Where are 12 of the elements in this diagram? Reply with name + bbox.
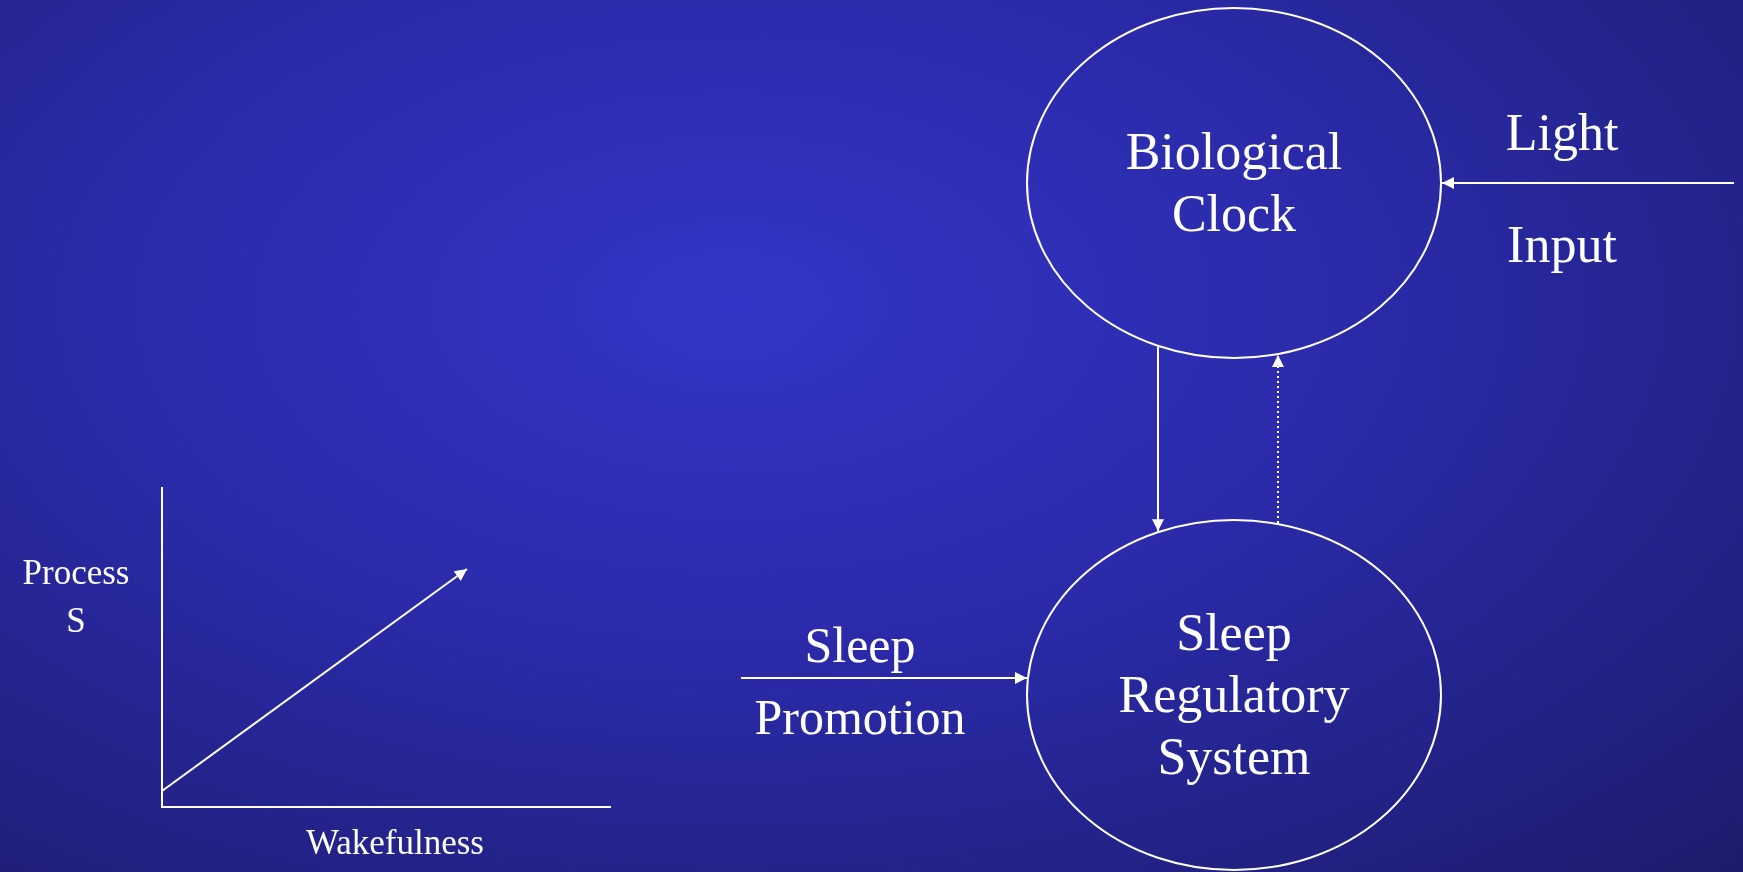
- axis-label: Wakefulness: [305, 822, 485, 864]
- edge-label: Sleep Promotion: [754, 616, 966, 747]
- oval-node: [1026, 519, 1442, 871]
- arrow: [740, 672, 1028, 684]
- arrow: [1152, 345, 1164, 533]
- dotted-arrow: [1272, 354, 1284, 524]
- arrow: [1441, 177, 1735, 189]
- axis-label: Process S: [21, 552, 131, 642]
- oval-node: [1026, 7, 1442, 359]
- edge-label: Light Input: [1505, 103, 1619, 275]
- node-label: Biological Clock: [1124, 122, 1344, 244]
- node-label: Sleep Regulatory System: [1117, 603, 1351, 787]
